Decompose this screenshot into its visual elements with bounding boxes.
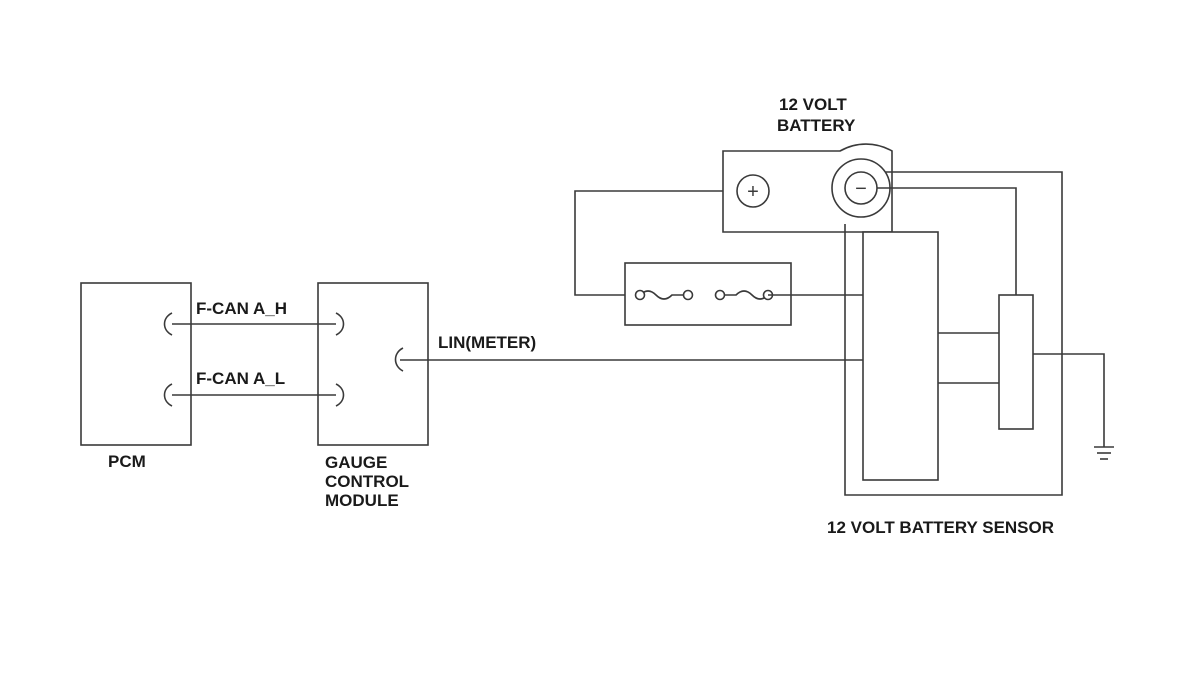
fuse-contact-3 [714, 289, 726, 301]
negative-symbol: − [855, 178, 867, 200]
battery-sensor-housing [844, 171, 1063, 496]
positive-lead-wire [574, 190, 723, 296]
lin-label: LIN(METER) [438, 333, 536, 352]
gauge-control-module-label-line2: CONTROL [325, 472, 409, 491]
gauge-control-module-box [317, 282, 429, 446]
fuse-element-icon [639, 290, 769, 300]
ground-wire [1033, 353, 1105, 447]
gauge-control-module-label-line3: MODULE [325, 491, 399, 510]
gauge-control-module-label-line1: GAUGE [325, 453, 387, 472]
pcm-fcan-h-connector [163, 312, 173, 336]
battery-sensor-label: 12 VOLT BATTERY SENSOR [827, 518, 1054, 537]
battery-label-line2: BATTERY [777, 116, 856, 135]
fcan-h-label: F-CAN A_H [196, 299, 287, 318]
pcm-box [80, 282, 192, 446]
fcan-l-label: F-CAN A_L [196, 369, 285, 388]
shunt-resistor [998, 294, 1034, 430]
battery-sensor-unit [862, 231, 939, 481]
fuse-contact-2 [682, 289, 694, 301]
ground-icon [1094, 446, 1114, 460]
positive-symbol: + [747, 181, 759, 203]
pcm-fcan-l-connector [163, 383, 173, 407]
gcm-lin-connector [394, 347, 404, 372]
negative-lead-wire [877, 187, 1017, 295]
positive-terminal-icon [736, 174, 770, 208]
gcm-fcan-l-connector [335, 383, 345, 407]
fuse-contact-1 [634, 289, 646, 301]
pcm-label: PCM [108, 452, 146, 471]
gcm-fcan-h-connector [335, 312, 345, 336]
battery-label-line1: 12 VOLT [779, 95, 847, 114]
